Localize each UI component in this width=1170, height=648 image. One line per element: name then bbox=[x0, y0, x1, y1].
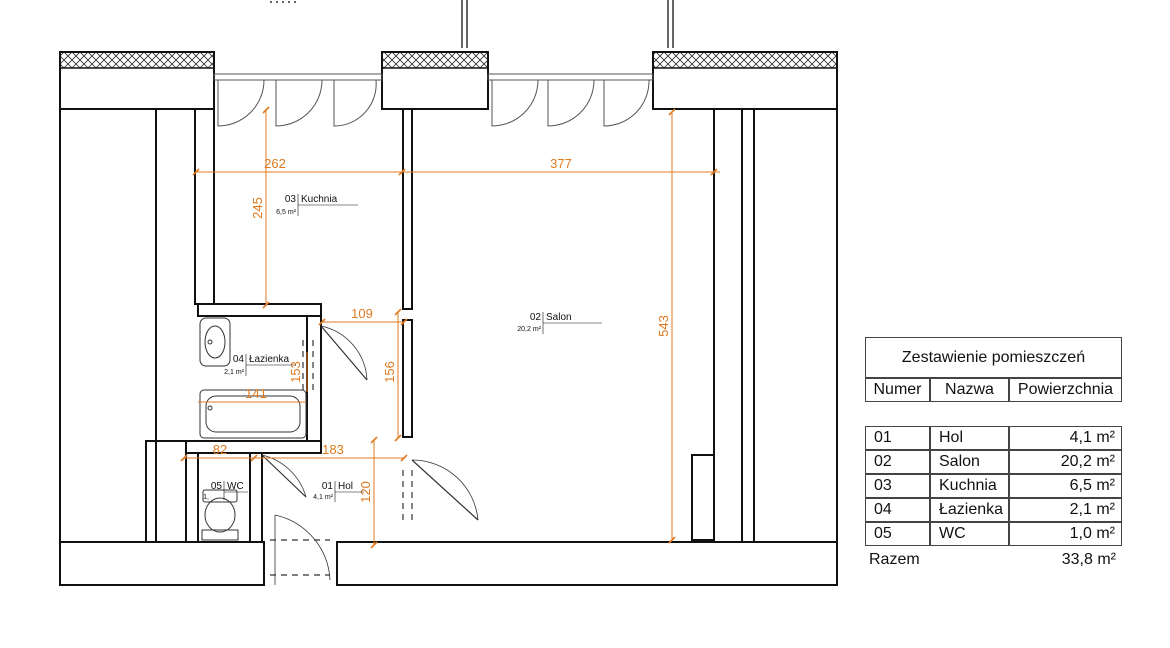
room-label-salon: 02 Salon 20,2 m² bbox=[517, 312, 602, 334]
bathtub-icon bbox=[199, 389, 307, 439]
wall-right-inner bbox=[713, 108, 743, 543]
dim-corridor-length: 156 bbox=[382, 361, 397, 383]
svg-text:20,2 m²: 20,2 m² bbox=[517, 326, 541, 333]
dim-bath-width: 141 bbox=[245, 386, 267, 401]
wall-bottom-right bbox=[336, 541, 838, 586]
wall-bath-top bbox=[197, 303, 322, 317]
svg-text:6,5 m²: 6,5 m² bbox=[276, 209, 297, 216]
sink-icon bbox=[199, 317, 231, 367]
header-area: Powierzchnia bbox=[1009, 378, 1122, 402]
svg-text:Kuchnia: Kuchnia bbox=[301, 194, 338, 205]
table-title: Zestawienie pomieszczeń bbox=[865, 337, 1122, 378]
room-label-kitchen: 03 Kuchnia 6,5 m² bbox=[276, 194, 358, 216]
dim-hall-length: 183 bbox=[322, 442, 344, 457]
wall-wc-outer bbox=[145, 440, 187, 543]
total-label: Razem bbox=[869, 551, 920, 568]
dim-kitchen-depth: 245 bbox=[250, 197, 265, 219]
wall-wc-left bbox=[185, 452, 199, 543]
wall-wc-top bbox=[185, 440, 322, 454]
wall-salon-left-middle bbox=[402, 319, 413, 438]
dim-salon-width: 377 bbox=[550, 156, 572, 171]
windows bbox=[213, 73, 654, 127]
room-label-hall: 01 Hol 4,1 m² bbox=[313, 481, 364, 502]
svg-text:03: 03 bbox=[285, 194, 297, 205]
wall-hatch bbox=[59, 51, 838, 69]
wall-salon-left-upper bbox=[402, 108, 413, 310]
wall-right bbox=[753, 108, 838, 543]
wall-left bbox=[59, 108, 157, 543]
dimension-labels: 262 377 245 543 109 156 153 141 82 183 1… bbox=[213, 156, 671, 503]
top-marks bbox=[270, 0, 674, 48]
floor-plan: 262 377 245 543 109 156 153 141 82 183 1… bbox=[59, 0, 838, 586]
header-name: Nazwa bbox=[930, 378, 1009, 402]
svg-text:Hol: Hol bbox=[338, 481, 353, 492]
svg-text:02: 02 bbox=[530, 312, 542, 323]
walls bbox=[59, 51, 838, 586]
svg-text:01: 01 bbox=[322, 481, 334, 492]
dimension-lines bbox=[180, 106, 720, 549]
svg-text:Salon: Salon bbox=[546, 312, 572, 323]
dim-salon-depth: 543 bbox=[656, 315, 671, 337]
svg-text:04: 04 bbox=[233, 354, 245, 365]
wall-bottom-left bbox=[59, 541, 265, 586]
dim-hall-depth: 120 bbox=[358, 481, 373, 503]
room-labels: 03 Kuchnia 6,5 m² 02 Salon 20,2 m² 04 Ła… bbox=[203, 194, 602, 502]
wall-salon-niche bbox=[691, 454, 715, 541]
doors bbox=[261, 325, 479, 585]
dim-corridor-width: 109 bbox=[351, 306, 373, 321]
svg-text:4,1 m²: 4,1 m² bbox=[313, 494, 334, 501]
wall-bath-right bbox=[306, 315, 322, 442]
toilet-icon bbox=[202, 489, 238, 503]
header-number: Numer bbox=[865, 378, 930, 402]
svg-text:1,: 1, bbox=[203, 494, 209, 501]
svg-text:Łazienka: Łazienka bbox=[249, 354, 289, 365]
svg-text:2,1 m²: 2,1 m² bbox=[224, 369, 245, 376]
svg-text:WC: WC bbox=[227, 481, 244, 492]
room-label-wc: 05 WC 1, bbox=[203, 481, 248, 501]
room-label-bathroom: 04 Łazienka 2,1 m² bbox=[224, 354, 296, 376]
bathroom-fixtures bbox=[199, 317, 307, 541]
svg-text:05: 05 bbox=[211, 481, 223, 492]
dim-wc-width: 82 bbox=[213, 442, 227, 457]
dim-kitchen-width: 262 bbox=[264, 156, 286, 171]
wall-wc-right bbox=[249, 452, 263, 543]
total-value: 33,8 m² bbox=[1061, 551, 1116, 568]
wall-kitchen-left bbox=[194, 108, 215, 305]
dim-bath-depth: 153 bbox=[288, 361, 303, 383]
